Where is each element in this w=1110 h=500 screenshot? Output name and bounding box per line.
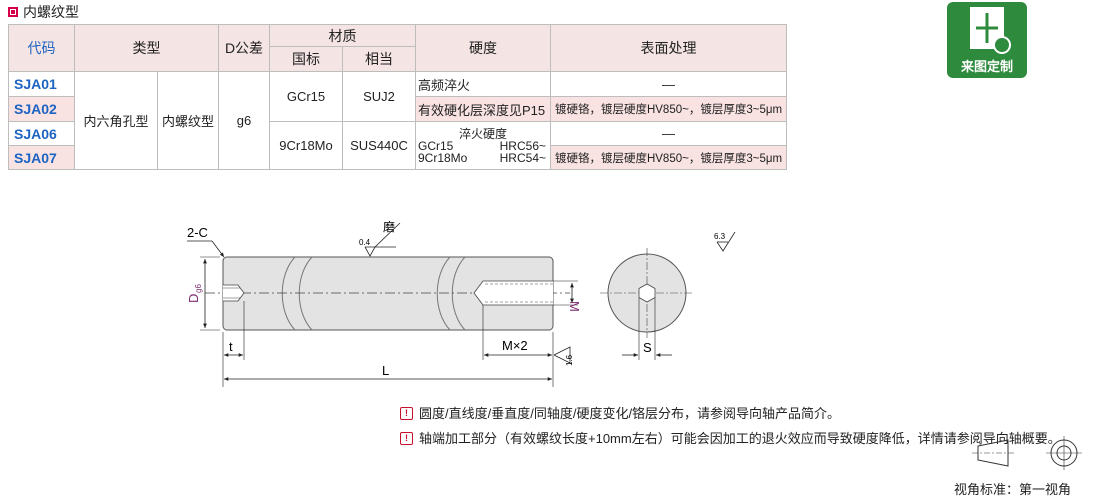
roughness-value-a: 0.4: [359, 238, 371, 247]
chamfer-label: 2-C: [187, 225, 208, 240]
info-icon: !: [400, 432, 413, 445]
length-label: L: [382, 363, 389, 378]
shaft-drawing: 2-C 磨 0.4 D g6 M t M×2 L 1.6 S 6.3: [186, 220, 736, 387]
roughness-symbol: [364, 222, 401, 257]
material-equiv-cell: SUJ2: [342, 71, 416, 122]
header-tolerance: D公差: [218, 24, 270, 72]
tolerance-cell: g6: [218, 71, 270, 170]
surface-cell: 镀硬铬，镀层硬度HV850~，镀层厚度3~5μm: [550, 145, 787, 170]
diameter-subscript: g6: [194, 284, 203, 293]
hex-socket-end: [638, 283, 656, 303]
hardness-mat: 9Cr18Mo: [418, 150, 468, 165]
surface-cell: 镀硬铬，镀层硬度HV850~，镀层厚度3~5μm: [550, 96, 787, 122]
code-cell: SJA01: [8, 71, 75, 97]
s-label: S: [643, 340, 652, 355]
header-hardness: 硬度: [415, 24, 551, 72]
roughness-value-b: 6.3: [714, 232, 726, 241]
projection-label: 视角标准：第一视角: [954, 482, 1072, 497]
thread-hole-right: [473, 280, 553, 306]
code-cell: SJA02: [8, 96, 75, 122]
header-material: 材质: [269, 24, 416, 47]
note-text: 轴端加工部分（有效螺纹长度+10mm左右）可能会因加工的退火效应而导致硬度降低，…: [419, 431, 1061, 446]
code-cell: SJA07: [8, 145, 75, 170]
header-surface: 表面处理: [550, 24, 787, 72]
spec-table: 代码 类型 D公差 材质 硬度 表面处理 国标 相当 SJA01 内六角孔型 内…: [8, 24, 787, 170]
hardness-val: HRC54~: [499, 150, 546, 165]
hardness-mat: GCr15: [418, 138, 454, 153]
projection-symbol-icon: [972, 436, 1082, 470]
hardness-cell: 高频淬火: [415, 71, 551, 97]
section-square-icon: [8, 7, 18, 17]
hardness-quench-cell: 淬火硬度 GCr15 HRC56~ 9Cr18Mo HRC54~: [415, 121, 551, 170]
roughness-value-c: 1.6: [565, 354, 574, 366]
material-std-cell: GCr15: [269, 71, 343, 122]
header-type: 类型: [74, 24, 219, 72]
custom-drawing-badge[interactable]: 来图定制: [946, 1, 1028, 79]
surface-cell: —: [550, 71, 787, 97]
hardness-val: HRC56~: [499, 138, 546, 153]
projection-cone-icon: [977, 439, 1009, 467]
notes-list: ! 圆度/直线度/垂直度/同轴度/硬度变化/铬层分布，请参阅导向轴产品简介。 !…: [400, 401, 1061, 451]
roughness-symbol: [716, 231, 736, 252]
hardness-cell: 有效硬化层深度见P15: [415, 96, 551, 122]
hardness-row-gcr15: GCr15 HRC56~: [418, 140, 548, 152]
shaft-break-line: [281, 256, 313, 331]
t-label: t: [229, 339, 233, 354]
grind-label: 磨: [383, 220, 395, 234]
surface-cell: —: [550, 121, 787, 146]
section-header: 内螺纹型: [8, 3, 79, 21]
type-b-cell: 内螺纹型: [157, 71, 219, 170]
note-item: ! 圆度/直线度/垂直度/同轴度/硬度变化/铬层分布，请参阅导向轴产品简介。: [400, 401, 1061, 426]
hardness-quench-title: 淬火硬度: [458, 126, 507, 141]
hardness-row-9cr18mo: 9Cr18Mo HRC54~: [418, 152, 548, 164]
note-text: 圆度/直线度/垂直度/同轴度/硬度变化/铬层分布，请参阅导向轴产品简介。: [419, 406, 841, 421]
chamfer-leader: [211, 240, 225, 258]
badge-label: 来图定制: [960, 59, 1013, 74]
shaft-break-line: [436, 256, 466, 331]
material-std-cell: 9Cr18Mo: [269, 121, 343, 170]
header-material-equiv: 相当: [342, 46, 416, 72]
projection-standard: 视角标准：第一视角: [950, 436, 1108, 497]
type-a-cell: 内六角孔型: [74, 71, 158, 170]
header-code: 代码: [8, 24, 75, 72]
mx2-label: M×2: [502, 338, 528, 353]
pen-icon: [993, 36, 1011, 54]
note-item: ! 轴端加工部分（有效螺纹长度+10mm左右）可能会因加工的退火效应而导致硬度降…: [400, 426, 1061, 451]
thread-label: M: [567, 301, 582, 312]
diameter-label: D: [186, 294, 201, 303]
material-equiv-cell: SUS440C: [342, 121, 416, 170]
section-title: 内螺纹型: [23, 4, 79, 20]
code-cell: SJA06: [8, 121, 75, 146]
roughness-symbol: [553, 346, 571, 364]
info-icon: !: [400, 407, 413, 420]
hex-socket-left: [223, 284, 245, 302]
header-material-std: 国标: [269, 46, 343, 72]
